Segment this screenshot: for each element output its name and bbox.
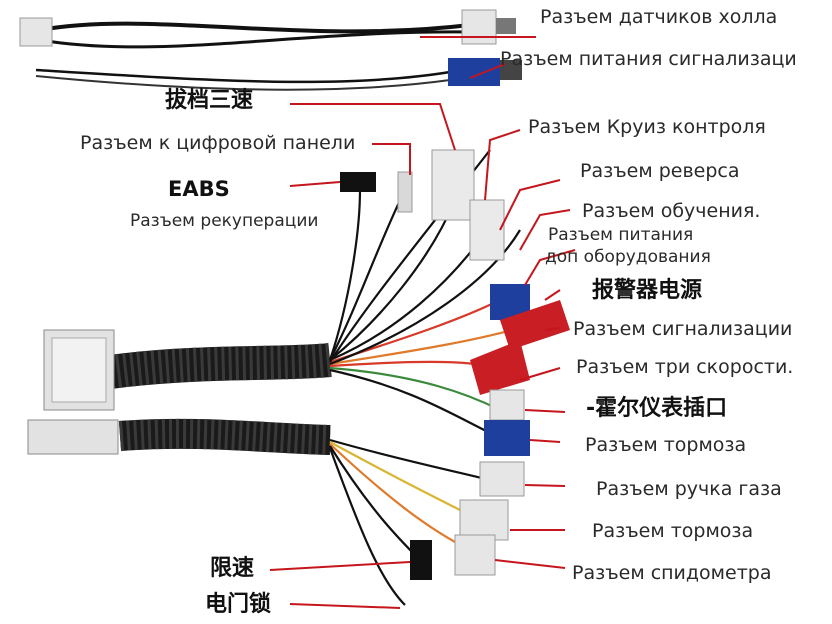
brake-connector-1 [484, 420, 530, 456]
gear-connector [431, 149, 475, 221]
label-speed-limit-cn: 限速 [210, 556, 255, 581]
label-alarm-power-cn: 报警器电源 [592, 278, 703, 303]
label-reverse: Разъем реверса [580, 160, 740, 182]
label-brake-2: Разъем тормоза [592, 520, 754, 542]
label-learning: Разъем обучения. [582, 200, 761, 222]
label-gear-cn: 拔档三速 [165, 88, 254, 113]
label-three-speed: Разъем три скорости. [576, 356, 794, 378]
hall-connector-left [19, 17, 53, 47]
alarm-power-harness [35, 58, 522, 91]
leader-lines [269, 36, 576, 609]
label-speedometer: Разъем спидометра [572, 562, 772, 584]
label-eabs: EABS [168, 177, 230, 201]
alarm-power-cn-connector [500, 300, 570, 350]
label-digital-panel: Разъем к цифровой панели [80, 132, 356, 154]
label-aux-power-1: Разъем питания [548, 225, 694, 245]
label-cruise: Разъем Круиз контроля [528, 116, 766, 138]
alarm-power-connector [448, 58, 500, 86]
eabs-connector [340, 172, 376, 192]
hall-meter-connector [489, 389, 525, 421]
cruise-connector [469, 199, 505, 261]
main-connector-lower [27, 419, 119, 455]
main-sleeve-lower [118, 418, 331, 455]
throttle-connector [479, 461, 525, 497]
digital-panel-connector [397, 171, 413, 213]
label-hall-sensor: Разъем датчиков холла [540, 6, 778, 28]
main-sleeve-upper [107, 343, 332, 389]
brake-connector-2 [459, 499, 509, 541]
speedometer-connector [454, 534, 496, 576]
label-throttle: Разъем ручка газа [596, 478, 782, 500]
label-alarm-power: Разъем питания сигнализаци [500, 48, 797, 70]
label-aux-power-2: доп оборудования [545, 247, 711, 267]
three-speed-connector [470, 340, 530, 395]
label-lock-cn: 电门锁 [205, 592, 272, 617]
speed-limit-connector [410, 540, 432, 580]
hall-connector-right [461, 9, 497, 45]
label-brake-1: Разъем тормоза [585, 434, 747, 456]
label-alarm: Разъем сигнализации [573, 318, 793, 340]
label-hall-meter-cn-text: 霍尔仪表插口 [595, 396, 728, 421]
top-hall-harness [19, 9, 516, 49]
label-recuperation: Разъем рекуперации [130, 211, 319, 231]
label-hall-meter-cn: -霍尔仪表插口 [586, 396, 728, 421]
